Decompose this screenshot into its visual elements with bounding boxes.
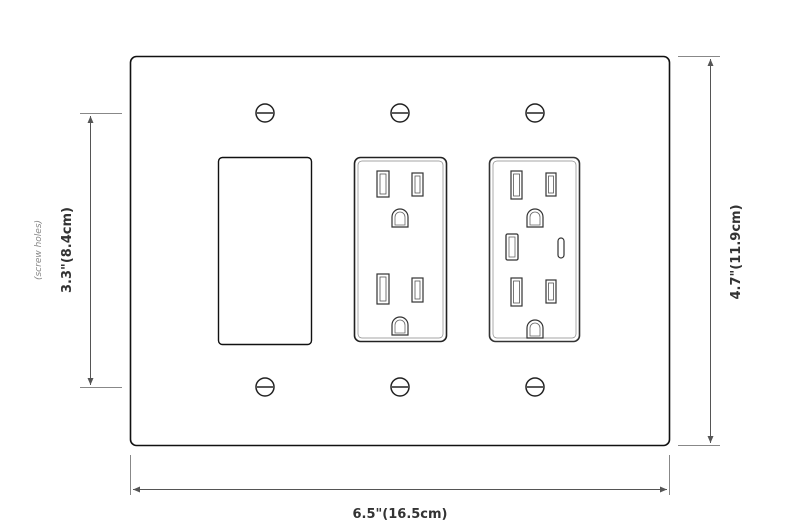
rocker-opening [217,156,313,346]
width-label: 6.5"(16.5cm) [352,507,447,522]
duplex-outlet-usb [488,156,581,343]
screw-icon [390,103,410,123]
screw-spacing-label: 3.3"(8.4cm) [60,207,75,293]
usb-c-port [557,237,565,259]
screw-spacing-dimension: 3.3"(8.4cm) (screw holes) [34,113,122,388]
screw-icon [525,103,545,123]
screw-icon [255,103,275,123]
screw-icon [255,377,275,397]
height-dimension: 4.7"(11.9cm) [678,56,744,446]
height-label: 4.7"(11.9cm) [729,204,744,299]
width-dimension: 6.5"(16.5cm) [130,455,670,522]
duplex-outlet [353,156,448,343]
screw-note-label: (screw holes) [34,220,44,280]
screw-icon [390,377,410,397]
usb-a-port [505,233,519,261]
screw-icon [525,377,545,397]
